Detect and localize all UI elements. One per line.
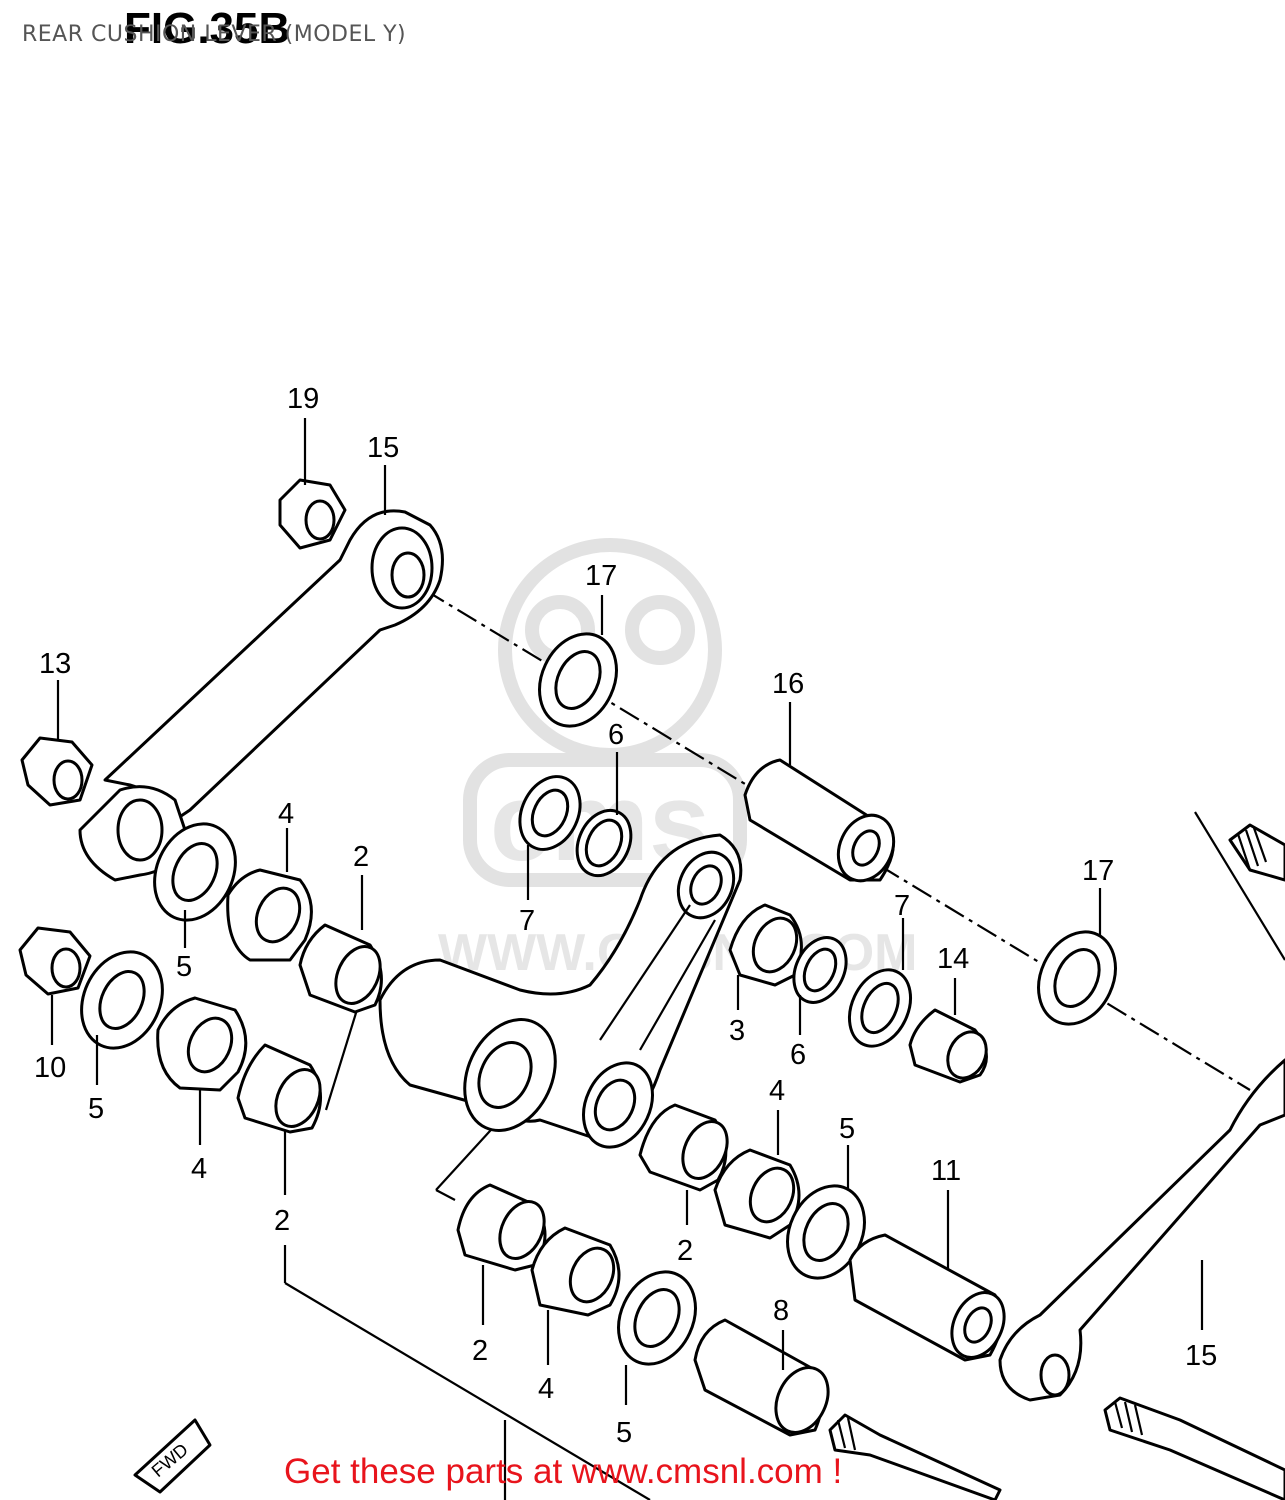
callout-7-lower: 7 (894, 890, 910, 922)
callout-2-d: 2 (472, 1335, 488, 1367)
part-nut-13 (20, 736, 94, 807)
part-cushion-rod-15-upper (78, 509, 444, 882)
part-seal-4-b (156, 996, 248, 1092)
part-washer-17-lower (1037, 930, 1117, 1026)
callout-8: 8 (773, 1295, 789, 1327)
callout-14: 14 (937, 943, 969, 975)
part-washer-5-d (617, 1270, 697, 1366)
part-collar-14 (908, 1008, 988, 1084)
callout-16: 16 (772, 668, 804, 700)
part-bearing-2-c (638, 1103, 729, 1192)
callout-5-a: 5 (176, 951, 192, 983)
part-washer-5-a (153, 822, 237, 922)
callout-19: 19 (287, 383, 319, 415)
callout-3: 3 (729, 1015, 745, 1047)
part-seal-4-c (713, 1148, 801, 1240)
callout-2-b: 2 (274, 1205, 290, 1237)
callout-17-upper: 17 (585, 560, 617, 592)
part-bearing-3 (728, 903, 803, 987)
callout-6-lower: 6 (790, 1039, 806, 1071)
callout-2-a: 2 (353, 841, 369, 873)
callout-11: 11 (931, 1155, 961, 1187)
callout-15-upper: 15 (367, 432, 399, 464)
part-washer-5-c (786, 1184, 866, 1280)
part-bolt-bottom (828, 1413, 1002, 1500)
callout-5-d: 5 (616, 1417, 632, 1449)
part-bearing-2-a (298, 923, 383, 1014)
part-collar-11 (848, 1233, 1006, 1362)
callout-10: 10 (34, 1052, 66, 1084)
callout-labels: 19 15 17 13 16 6 4 2 7 5 17 7 14 10 3 6 … (34, 383, 1217, 1449)
callout-13: 13 (39, 648, 71, 680)
part-cushion-lever (378, 833, 743, 1149)
callout-7-upper: 7 (519, 905, 535, 937)
leader-lines (50, 418, 1204, 1405)
part-oring-6-upper (575, 808, 633, 878)
part-seal-4-a (226, 868, 313, 962)
figure-title: FIG.35B (124, 4, 291, 53)
part-seal-4-d (530, 1226, 621, 1317)
part-nut-10 (18, 926, 92, 996)
fwd-arrow-icon: FWD (133, 1418, 212, 1494)
callout-6-upper: 6 (608, 719, 624, 751)
callout-15-lower: 15 (1185, 1340, 1217, 1372)
callout-4-b: 4 (769, 1075, 785, 1107)
callout-5-b: 5 (88, 1093, 104, 1125)
part-collar-16 (743, 758, 896, 883)
part-oring-6-lower (792, 936, 848, 1004)
callout-4-c: 4 (191, 1153, 207, 1185)
part-washer-5-b (80, 950, 164, 1050)
page-title: REAR CUSHION LEVER (MODEL Y) (22, 22, 407, 47)
part-seal-7-upper (518, 775, 582, 851)
cta-link[interactable]: Get these parts at www.cmsnl.com ! (284, 1452, 843, 1491)
callout-4-a: 4 (278, 798, 294, 830)
part-cushion-rod-15-lower (998, 1058, 1285, 1402)
callout-17-lower: 17 (1082, 855, 1114, 887)
part-bearing-2-b (236, 1043, 322, 1134)
callout-5-c: 5 (839, 1113, 855, 1145)
part-nut-19 (278, 478, 347, 550)
part-bolt-lower-right (1103, 1396, 1285, 1500)
part-washer-17-upper (538, 632, 618, 728)
callout-4-d: 4 (538, 1373, 554, 1405)
part-bolt-upper-right (1228, 823, 1285, 882)
part-collar-8 (693, 1318, 830, 1437)
callout-2-c: 2 (677, 1235, 693, 1267)
part-seal-7-lower (848, 968, 912, 1048)
